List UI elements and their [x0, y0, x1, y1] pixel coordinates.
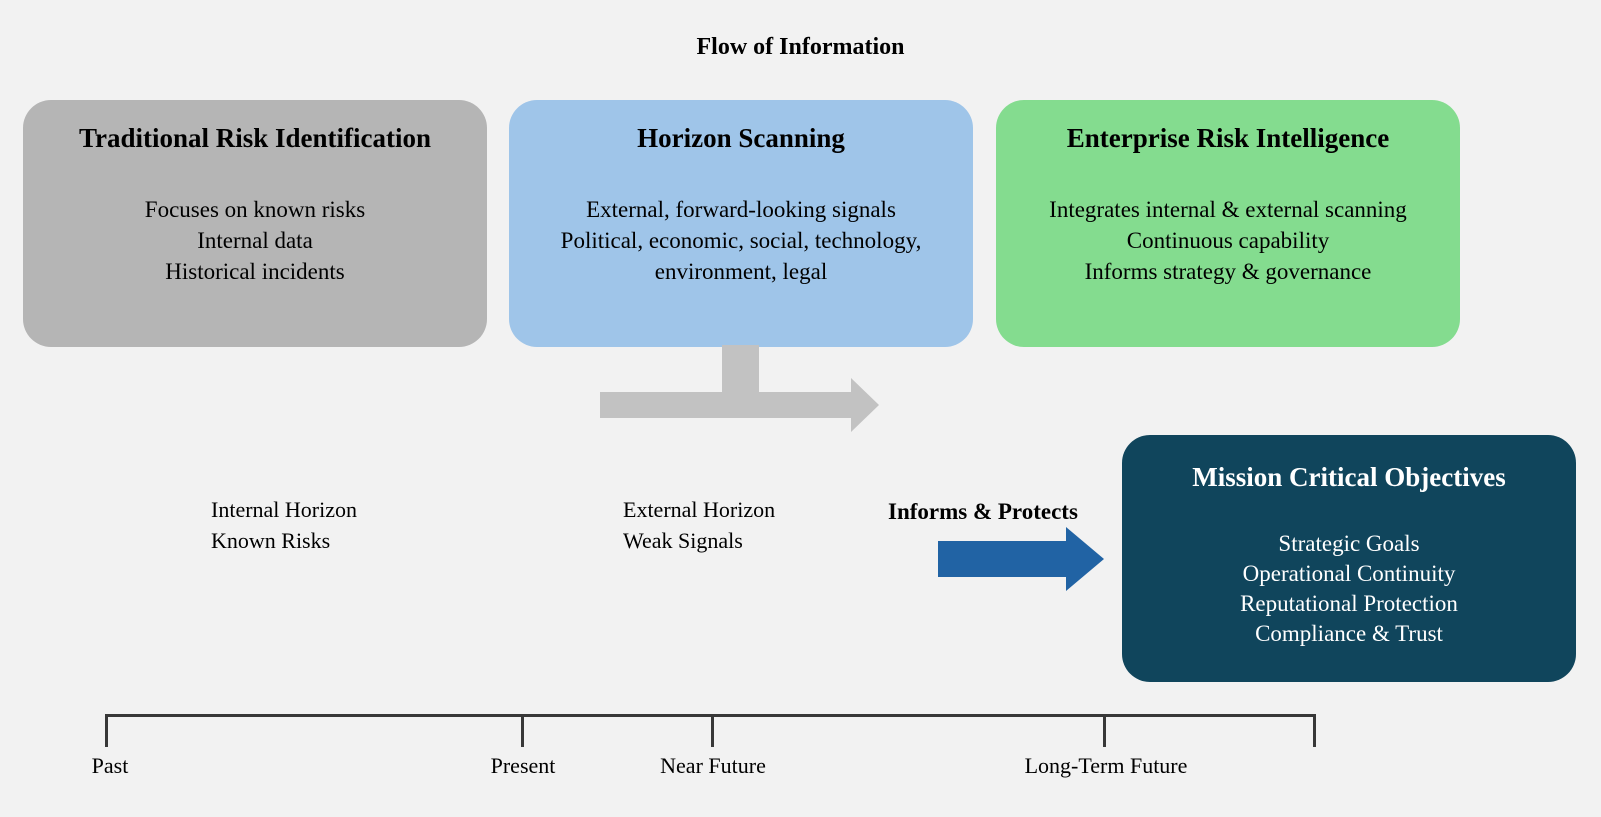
- horizon-scanning-box: Horizon Scanning External, forward-looki…: [509, 100, 973, 347]
- timeline-label-long-term-future: Long-Term Future: [1024, 753, 1188, 778]
- timeline-tick-long-term: [1103, 714, 1106, 747]
- body-line: Operational Continuity: [1242, 561, 1456, 586]
- label-line: Internal Horizon: [211, 497, 357, 522]
- timeline-label-present: Present: [490, 753, 556, 778]
- timeline-axis: [105, 714, 1316, 717]
- timeline-tick-present: [521, 714, 524, 747]
- body-line: Strategic Goals: [1278, 531, 1420, 556]
- label-line: External Horizon: [623, 497, 776, 522]
- traditional-risk-title: Traditional Risk Identification: [78, 123, 432, 153]
- traditional-risk-body: Focuses on known risks Internal data His…: [23, 194, 487, 287]
- timeline-tick-near-future: [711, 714, 714, 747]
- enterprise-risk-box: Enterprise Risk Intelligence Integrates …: [996, 100, 1460, 347]
- body-line: Political, economic, social, technology,: [560, 228, 922, 253]
- body-line: Integrates internal & external scanning: [1049, 197, 1407, 222]
- body-line: Focuses on known risks: [144, 197, 366, 222]
- blue-arrowhead-icon: [1066, 527, 1104, 591]
- horizon-scanning-body: External, forward-looking signals Politi…: [509, 194, 973, 287]
- body-line: environment, legal: [654, 259, 828, 284]
- internal-horizon-label: Internal Horizon Known Risks: [211, 494, 357, 556]
- timeline-tick-past: [105, 714, 108, 747]
- body-line: Continuous capability: [1126, 228, 1330, 253]
- body-line: Reputational Protection: [1240, 591, 1458, 616]
- body-line: Internal data: [197, 228, 313, 253]
- gray-elbow-right-arrow-icon: [600, 392, 851, 418]
- gray-arrowhead-icon: [851, 378, 879, 432]
- timeline-label-near-future: Near Future: [660, 753, 766, 778]
- body-line: External, forward-looking signals: [586, 197, 896, 222]
- traditional-risk-box: Traditional Risk Identification Focuses …: [23, 100, 487, 347]
- mission-critical-title: Mission Critical Objectives: [1192, 462, 1506, 492]
- mission-critical-body: Strategic Goals Operational Continuity R…: [1122, 529, 1576, 649]
- body-line: Informs strategy & governance: [1084, 259, 1372, 284]
- blue-right-arrow-icon: [938, 541, 1067, 577]
- body-line: Compliance & Trust: [1255, 621, 1443, 646]
- timeline-tick-end: [1313, 714, 1316, 747]
- body-line: Historical incidents: [165, 259, 345, 284]
- enterprise-risk-title: Enterprise Risk Intelligence: [1066, 123, 1390, 153]
- informs-protects-label: Informs & Protects: [888, 499, 1078, 524]
- enterprise-risk-body: Integrates internal & external scanning …: [996, 194, 1460, 287]
- mission-critical-box: Mission Critical Objectives Strategic Go…: [1122, 435, 1576, 682]
- timeline-label-past: Past: [91, 753, 129, 778]
- horizon-scanning-title: Horizon Scanning: [637, 123, 845, 153]
- flow-arrow-stem: [722, 345, 759, 400]
- label-line: Known Risks: [211, 528, 331, 553]
- page-title: Flow of Information: [696, 34, 905, 60]
- label-line: Weak Signals: [623, 528, 743, 553]
- external-horizon-label: External Horizon Weak Signals: [623, 494, 775, 556]
